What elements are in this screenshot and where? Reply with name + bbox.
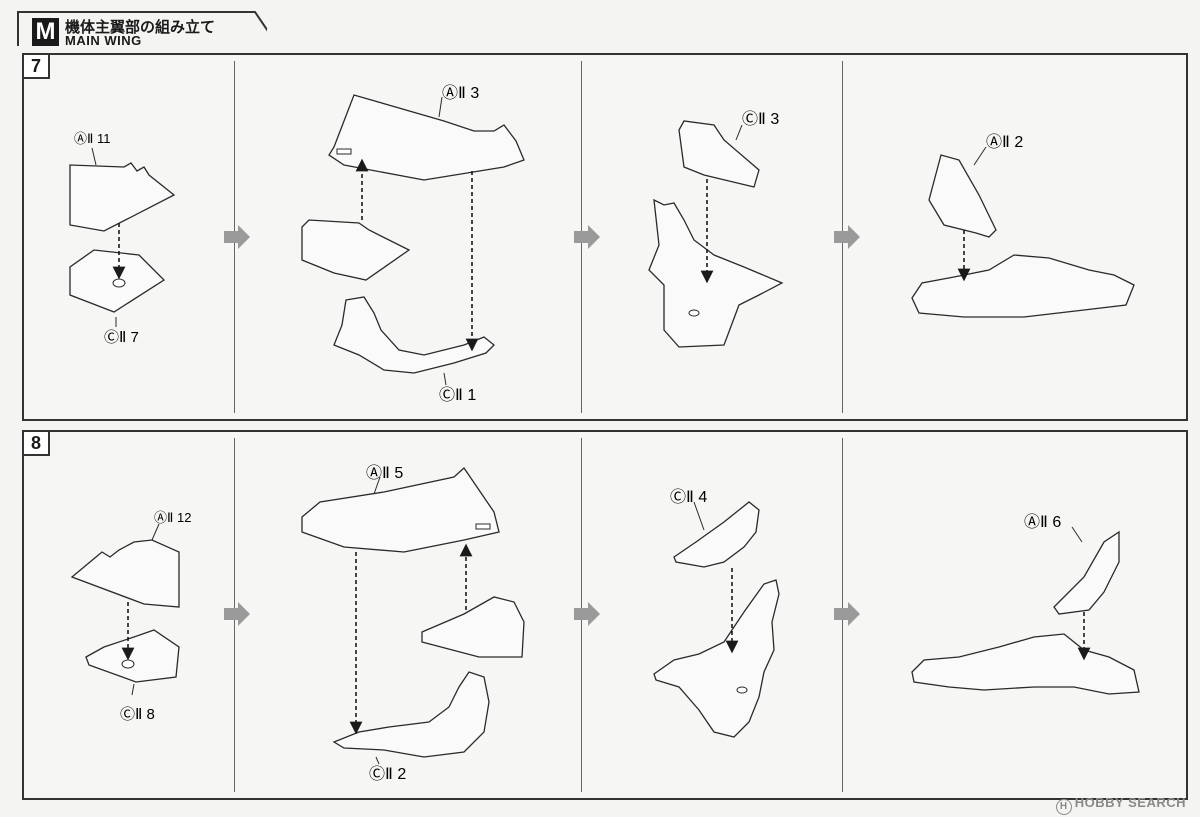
wing-body-frame — [653, 579, 780, 738]
wing-part-lower — [85, 629, 180, 683]
wing-part-upper — [678, 120, 760, 188]
wing-part-upper — [70, 539, 180, 608]
part-label: ⒸⅡ 2 — [369, 765, 406, 783]
step-7-illustration: ⒶⅡ 11 ⒸⅡ 7 ⒶⅡ 3 ⒸⅡ 1 ⒸⅡ 3 ⒶⅡ 2 — [69, 84, 1135, 404]
step-8-illustration: ⒶⅡ 12 ⒸⅡ 8 ⒶⅡ 5 ⒸⅡ 2 ⒸⅡ 4 ⒶⅡ 6 — [70, 464, 1140, 783]
wing-part-flap — [421, 596, 525, 658]
section-title-en: MAIN WING — [65, 33, 142, 48]
wing-part-flap — [301, 219, 411, 281]
wing-part-upper — [69, 162, 176, 232]
part-label: ⒸⅡ 1 — [439, 386, 476, 404]
step-number: 8 — [22, 430, 50, 456]
wing-part-upper — [301, 467, 500, 553]
flow-arrow — [574, 602, 600, 626]
part-label: ⒸⅡ 8 — [120, 706, 155, 723]
step-number: 7 — [22, 53, 50, 79]
part-label: ⒶⅡ 11 — [74, 131, 111, 146]
step-8-panel: 8 ⒶⅡ 12 ⒸⅡ 8 ⒶⅡ 5 ⒸⅡ 2 — [22, 430, 1188, 800]
wing-part-fin — [928, 154, 997, 238]
section-title-jp: 機体主翼部の組み立て — [65, 19, 216, 36]
part-label: ⒶⅡ 12 — [154, 510, 191, 525]
wing-body-frame — [648, 198, 784, 348]
assembled-main-wing — [911, 633, 1140, 695]
header-tab-outline — [17, 11, 267, 46]
flow-arrow — [574, 225, 600, 249]
part-label: ⒶⅡ 5 — [366, 464, 403, 482]
wing-part-lower-frame — [332, 671, 490, 758]
section-badge: M — [32, 18, 59, 46]
wing-part-upper — [673, 501, 760, 568]
wing-part-lower-frame — [333, 296, 495, 374]
watermark-text: HOBBY SEARCH — [1074, 795, 1186, 810]
flow-arrow — [834, 602, 860, 626]
page-header: M 機体主翼部の組み立て MAIN WING — [12, 6, 1200, 48]
step-7-panel: 7 ⒶⅡ 11 ⒸⅡ 7 ⒶⅡ 3 ⒸⅡ 1 — [22, 53, 1188, 421]
watermark-logo: H — [1055, 799, 1072, 815]
wing-part-fin — [1053, 530, 1120, 615]
flow-arrow — [834, 225, 860, 249]
wing-part-upper — [328, 94, 525, 181]
part-label: ⒸⅡ 3 — [742, 110, 779, 128]
part-label: ⒶⅡ 2 — [986, 133, 1023, 151]
flow-arrow — [224, 602, 250, 626]
part-label: ⒶⅡ 3 — [442, 84, 479, 102]
part-label: ⒸⅡ 4 — [670, 488, 707, 506]
assembled-main-wing — [911, 254, 1135, 318]
part-label: ⒸⅡ 7 — [104, 329, 139, 346]
flow-arrow — [224, 225, 250, 249]
part-label: ⒶⅡ 6 — [1024, 513, 1061, 531]
